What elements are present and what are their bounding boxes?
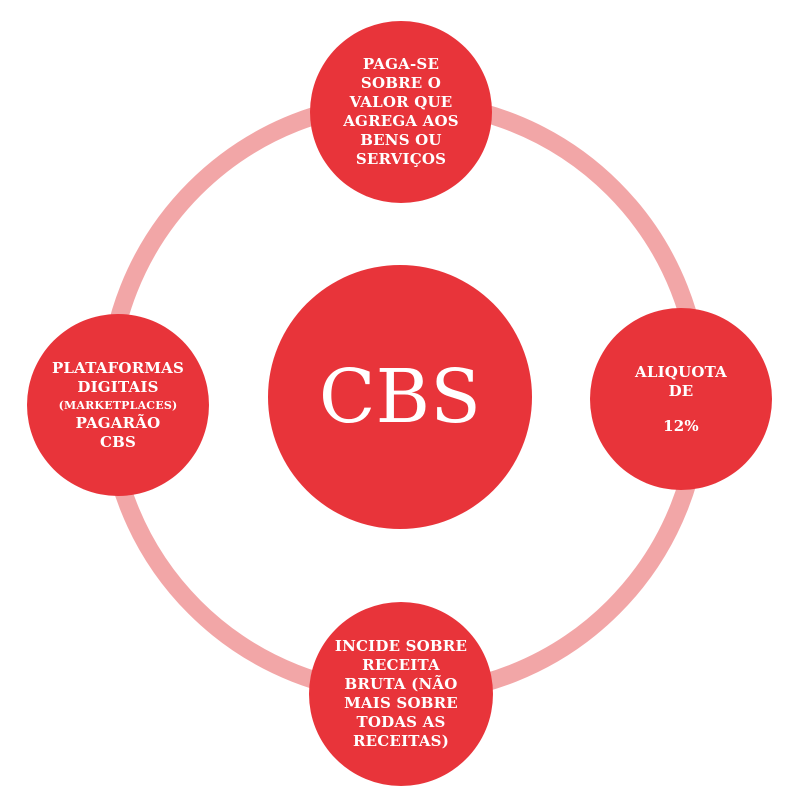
- top-node-line: BENS OU: [360, 131, 442, 149]
- top-node-line: SOBRE O: [360, 74, 442, 92]
- left-node-line: PAGARÃO: [75, 413, 161, 432]
- bottom-node: INCIDE SOBRE RECEITA BRUTA (NÃO MAIS SOB…: [309, 602, 493, 786]
- bottom-node-line: INCIDE SOBRE: [334, 637, 468, 655]
- top-node-line: VALOR QUE: [349, 93, 453, 111]
- left-node-line: DIGITAIS: [77, 377, 159, 396]
- top-node-line: AGREGA AOS: [343, 112, 459, 130]
- top-node: PAGA-SE SOBRE O VALOR QUE AGREGA AOS BEN…: [310, 21, 492, 203]
- bottom-node-line: BRUTA (NÃO: [344, 675, 458, 693]
- right-node-line: ALIQUOTA: [635, 362, 727, 381]
- left-node-line: PLATAFORMAS: [51, 358, 185, 377]
- bottom-node-line: RECEITA: [362, 656, 440, 674]
- left-node-line: CBS: [99, 432, 137, 451]
- bottom-node-line: RECEITAS): [353, 732, 449, 750]
- right-node-line: DE: [668, 381, 694, 400]
- bottom-node-line: MAIS SOBRE: [344, 694, 458, 712]
- center-label: CBS: [318, 354, 482, 440]
- right-node-line: 12%: [663, 416, 699, 435]
- top-node-line: SERVIÇOS: [355, 150, 447, 168]
- left-node: PLATAFORMAS DIGITAIS (MARKETPLACES) PAGA…: [27, 314, 209, 496]
- top-node-line: PAGA-SE: [362, 55, 440, 73]
- center-node-cbs: CBS: [268, 265, 532, 529]
- bottom-node-line: TODAS AS: [356, 713, 446, 731]
- right-node: ALIQUOTA DE 12%: [590, 308, 772, 490]
- left-node-line: (MARKETPLACES): [58, 398, 178, 412]
